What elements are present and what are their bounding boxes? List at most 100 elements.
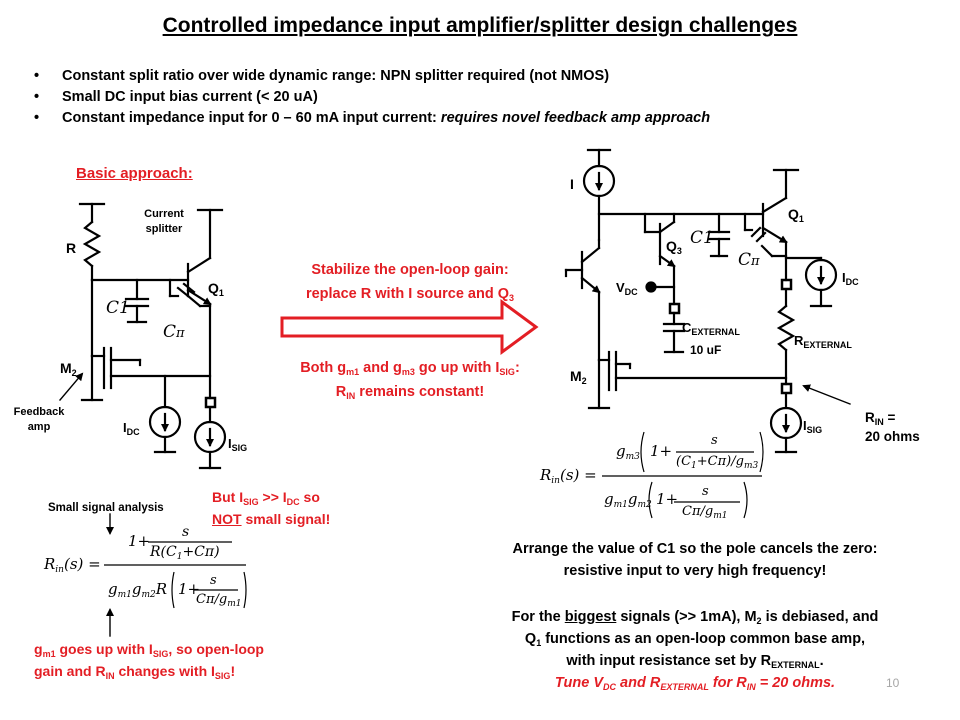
idcr-sub: DC — [845, 277, 859, 287]
c1-label-right: C1 — [690, 228, 714, 248]
slide-title: Controlled impedance input amplifier/spl… — [0, 14, 960, 38]
current-splitter-label: Current splitter — [124, 207, 204, 237]
gain-a-sub: IN — [105, 671, 115, 681]
rin-constant-line: RIN remains constant! — [240, 380, 580, 404]
q3-sub: 3 — [509, 293, 515, 303]
bullet-text: Constant split ratio over wide dynamic r… — [62, 68, 610, 84]
right-den-s: s — [702, 484, 709, 499]
bullet-item: Constant split ratio over wide dynamic r… — [34, 66, 710, 87]
isig-sub-mid: SIG — [499, 367, 515, 377]
not-word: NOT — [212, 511, 242, 527]
right-den-gm: gm1gm2 — [604, 490, 652, 510]
right-gm2-sub: m2 — [637, 500, 652, 510]
i-source-label: I — [570, 176, 574, 192]
not-line: NOT small signal! — [212, 508, 330, 530]
q1r-sub: 1 — [798, 214, 804, 224]
but-b: >> I — [258, 489, 287, 505]
rin-r-text: R — [865, 410, 875, 425]
gm1-c: , so open-loop — [168, 641, 264, 657]
tune-c: for R — [708, 675, 747, 691]
idc-text: I — [123, 420, 127, 435]
right-num-gm3: gm3 — [616, 442, 640, 462]
gain-b: changes with I — [114, 663, 215, 679]
rin-symbol-r: R — [540, 466, 552, 484]
rin-arrow — [802, 384, 851, 405]
biggest-word: biggest — [564, 609, 617, 625]
arrange-line1: Arrange the value of C1 so the pole canc… — [512, 541, 878, 557]
cpi-label-right: Cπ — [738, 250, 760, 270]
q1-a-sub: 1 — [536, 638, 542, 648]
left-num-s: s — [182, 524, 190, 540]
q1-label-left: Q1 — [208, 280, 224, 298]
pad-cext — [668, 302, 681, 315]
left-den-end: +Cπ) — [182, 544, 220, 560]
left-den-a: R(C — [150, 544, 177, 560]
cpir-text: C — [738, 250, 752, 270]
pad-rext-bottom — [780, 382, 793, 395]
right-gm1-sub: m1 — [613, 500, 628, 510]
pi-symbol-right: π — [751, 254, 760, 269]
vdc-text: V — [616, 280, 625, 295]
idc-label-right: IDC — [842, 270, 859, 287]
right-gm1: g — [604, 490, 614, 508]
rin-symbol-r-sub: in — [551, 476, 560, 486]
rin-eq-text: = — [883, 410, 896, 425]
gm1-note: gm1 goes up with ISIG, so open-loop gain… — [34, 638, 264, 682]
pad-rext-top — [780, 278, 793, 291]
bullet-text: Small DC input bias current (< 20 uA) — [62, 89, 318, 105]
rin-arg-r: (s) = — [559, 466, 597, 484]
left-num-one-plus: 1+ — [128, 532, 151, 550]
rin-symbol-sub: in — [55, 565, 64, 575]
both-c: go up with I — [414, 360, 500, 376]
idc-label-left: IDC — [123, 420, 140, 437]
tune-a: Tune V — [554, 675, 603, 691]
left-den-gm: gm1gm2R — [108, 580, 167, 600]
gm1-line2: gain and RIN changes with ISIG! — [34, 660, 264, 682]
q3r-sub: 3 — [676, 246, 682, 256]
isigr-text: I — [803, 418, 807, 433]
gm3-text-sub: m3 — [625, 452, 640, 462]
feedback-line2: amp — [27, 421, 51, 433]
right-num-den: (C1+Cπ)/gm3 — [676, 454, 759, 471]
right-den-cpi: Cπ/gm1 — [682, 504, 727, 521]
but-c: so — [299, 489, 320, 505]
right-cpi-over-text: Cπ/g — [682, 504, 714, 519]
vdc-sub: DC — [624, 287, 638, 297]
resistor-r-label: R — [66, 240, 77, 256]
but-a: But I — [212, 489, 244, 505]
right-den-a: (C — [676, 454, 692, 469]
pi-symbol: π — [176, 326, 185, 341]
but-line: But ISIG >> IDC so — [212, 486, 330, 508]
gm1-a: g — [34, 641, 43, 657]
right-formula-rin: Rin(s) = — [540, 466, 597, 486]
right-gm2: g — [627, 490, 638, 508]
feedback-line1: Feedback — [13, 406, 65, 418]
arrange-note: Arrange the value of C1 so the pole canc… — [460, 538, 930, 582]
basic-approach-heading: Basic approach: — [76, 165, 193, 182]
rin-sub-mid: IN — [346, 391, 356, 401]
rin-r-sub: IN — [874, 417, 884, 427]
left-den-cpi: Cπ/gm1 — [196, 592, 241, 609]
right-num-one-plus: 1+ — [650, 442, 673, 460]
right-den-sub2: m3 — [743, 461, 759, 471]
q1r-text: Q — [788, 206, 799, 222]
m2-sub: 2 — [71, 368, 77, 378]
idcr-text: I — [842, 270, 846, 285]
m2r-sub: 2 — [581, 376, 587, 386]
tune-line: Tune VDC and REXTERNAL for RIN = 20 ohms… — [450, 672, 940, 694]
m2-text: M — [60, 360, 72, 376]
but-b-sub: DC — [286, 497, 300, 507]
cext-sub: EXTERNAL — [691, 327, 740, 337]
left-den-one-plus: 1+ — [178, 580, 201, 598]
rext-label: REXTERNAL — [794, 333, 852, 350]
bullet-text: Constant impedance input for 0 – 60 mA i… — [62, 110, 441, 126]
left-num-den: R(C1+Cπ) — [150, 544, 220, 562]
bullet-list: Constant split ratio over wide dynamic r… — [34, 66, 710, 129]
left-den-s: s — [210, 573, 217, 588]
for-b-sub: 2 — [756, 616, 762, 626]
left-den-sub: 1 — [176, 552, 183, 562]
tune-c-sub: IN — [746, 682, 756, 692]
stabilize-line2-text: replace R with I source and Q — [305, 286, 510, 302]
tune-b: and R — [616, 675, 661, 691]
